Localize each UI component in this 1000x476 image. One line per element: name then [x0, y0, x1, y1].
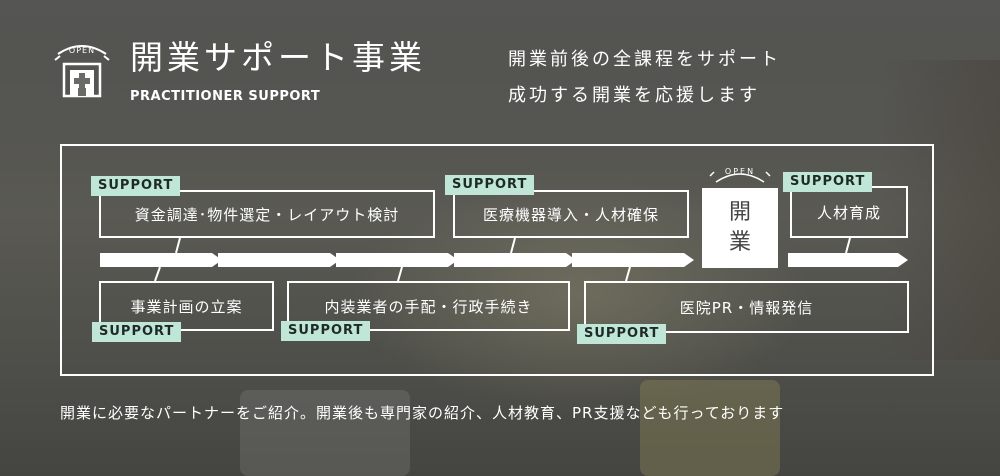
connector-line [154, 266, 161, 282]
open-badge: OPEN [709, 167, 771, 183]
arrow-segment [572, 253, 694, 267]
support-tag: SUPPORT [91, 176, 181, 196]
step-interior-admin: 内装業者の手配・行政手続き [287, 281, 570, 331]
connector-line [397, 266, 403, 282]
step-staff-training: 人材育成 [790, 186, 908, 238]
arrow-segment [100, 253, 222, 267]
opening-milestone: 開 業 [702, 188, 778, 268]
arrow-segment [336, 253, 458, 267]
arrow-segment [454, 253, 576, 267]
tagline-line-2: 成功する開業を応援します [508, 85, 760, 106]
opening-char-1: 開 [728, 200, 751, 225]
open-badge-text: OPEN [725, 167, 755, 176]
support-tag: SUPPORT [783, 172, 873, 192]
support-diagram-frame [60, 144, 934, 376]
logo-badge-text: OPEN [69, 46, 95, 55]
footer-text: 開業に必要なパートナーをご紹介。開業後も専門家の紹介、人材教育、PR支援なども行… [60, 404, 785, 422]
support-tag: SUPPORT [281, 321, 371, 341]
connector-line [625, 266, 631, 282]
connector-line [845, 237, 851, 254]
connector-line [175, 237, 181, 254]
tagline-line-1: 開業前後の全課程をサポート [508, 49, 781, 70]
tagline: 開業前後の全課程をサポート 成功する開業を応援します [508, 42, 781, 114]
step-pr-information: 医院PR・情報発信 [584, 281, 909, 333]
support-tag: SUPPORT [445, 175, 535, 195]
page-subtitle: PRACTITIONER SUPPORT [130, 89, 321, 104]
opening-char-2: 業 [728, 230, 751, 255]
support-tag: SUPPORT [92, 322, 182, 342]
support-tag: SUPPORT [577, 324, 667, 344]
step-business-plan: 事業計画の立案 [99, 281, 274, 331]
connector-line [510, 237, 516, 254]
step-funding-property-layout: 資金調達･物件選定・レイアウト検討 [99, 190, 435, 238]
arrow-segment [788, 253, 908, 267]
page-title: 開業サポート事業 [130, 38, 426, 77]
arrow-segment [218, 253, 340, 267]
clinic-building-icon: OPEN [54, 45, 110, 98]
step-equipment-staffing: 医療機器導入・人材確保 [453, 190, 689, 238]
